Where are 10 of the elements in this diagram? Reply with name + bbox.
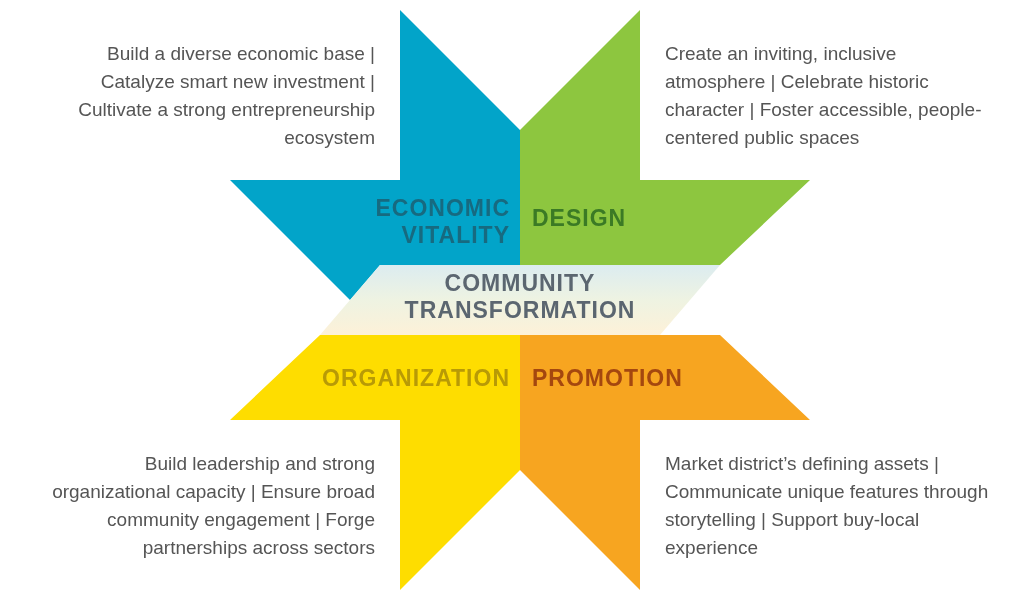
description-text: Build a diverse economic base | Catalyze smart new investment | Cultivate a strong entrepreneurship ecosystem (77, 42, 375, 150)
node-label: DESIGN (532, 205, 628, 232)
description-text: Build leadership and strong organizational capacity | Ensure broad community engagement | Forge partnerships across sectors (51, 452, 375, 560)
node-label: ECONOMIC VITALITY (374, 195, 510, 249)
center-band (320, 265, 720, 335)
node-label: PROMOTION (532, 365, 684, 392)
description-text: Create an inviting, inclusive atmosphere | Celebrate historic character | Foster accessible, people-centered public spaces (665, 42, 983, 150)
node-label: COMMUNITY TRANSFORMATION (403, 270, 637, 324)
description-text: Market district’s defining assets | Communicate unique features through storytelling | Support buy-local experience (665, 452, 990, 560)
node-label: ORGANIZATION (321, 365, 510, 392)
